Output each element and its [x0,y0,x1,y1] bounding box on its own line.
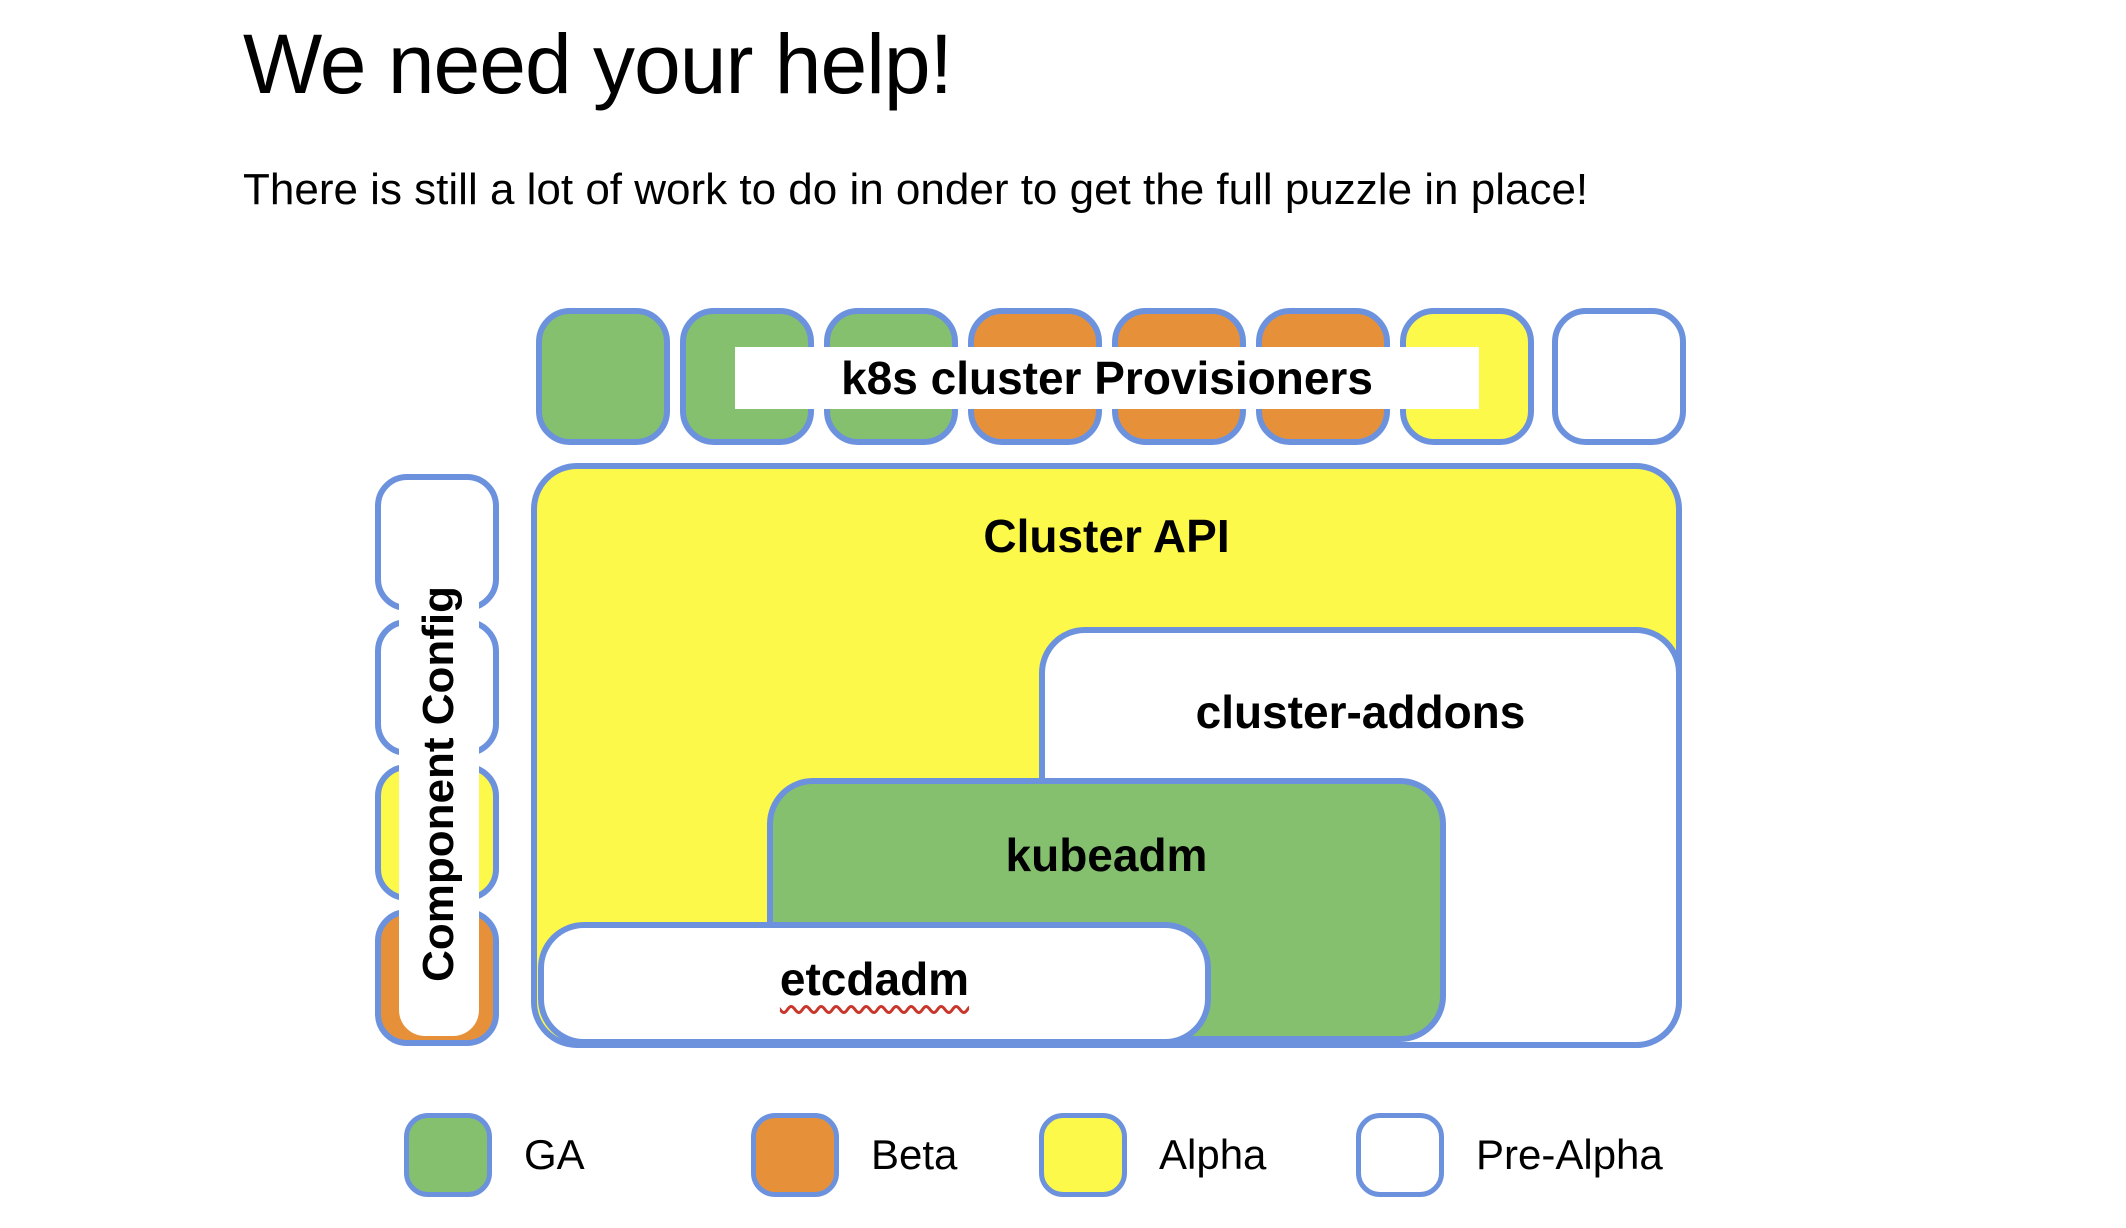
legend-item-ga: GA [404,1113,585,1197]
legend-swatch-beta [751,1113,839,1197]
slide-title: We need your help! [243,17,953,111]
puzzle-square-ga [536,308,670,445]
cluster-api-label: Cluster API [983,510,1230,562]
kubeadm-label: kubeadm [1005,829,1208,881]
puzzle-square-pre-alpha [1552,308,1686,445]
legend: GA Beta Alpha Pre-Alpha [0,1113,2126,1197]
slide-subtitle: There is still a lot of work to do in on… [243,165,1589,214]
legend-label: Beta [871,1131,958,1178]
legend-label: GA [524,1131,585,1178]
etcdadm-label: etcdadm [779,953,970,1005]
legend-item-alpha: Alpha [1039,1113,1266,1197]
component-config-label-text: Component Config [414,586,463,982]
provisioners-label-text: k8s cluster Provisioners [841,352,1373,404]
legend-swatch-pre-alpha [1356,1113,1444,1197]
component-config-label: Component Config [399,532,479,1036]
etcdadm-box: etcdadm [538,922,1211,1045]
cluster-addons-label: cluster-addons [1195,686,1526,738]
provisioners-label: k8s cluster Provisioners [735,347,1479,409]
legend-item-pre-alpha: Pre-Alpha [1356,1113,1663,1197]
legend-label: Pre-Alpha [1476,1131,1663,1178]
legend-swatch-alpha [1039,1113,1127,1197]
legend-swatch-ga [404,1113,492,1197]
legend-item-beta: Beta [751,1113,957,1197]
legend-label: Alpha [1159,1131,1267,1178]
